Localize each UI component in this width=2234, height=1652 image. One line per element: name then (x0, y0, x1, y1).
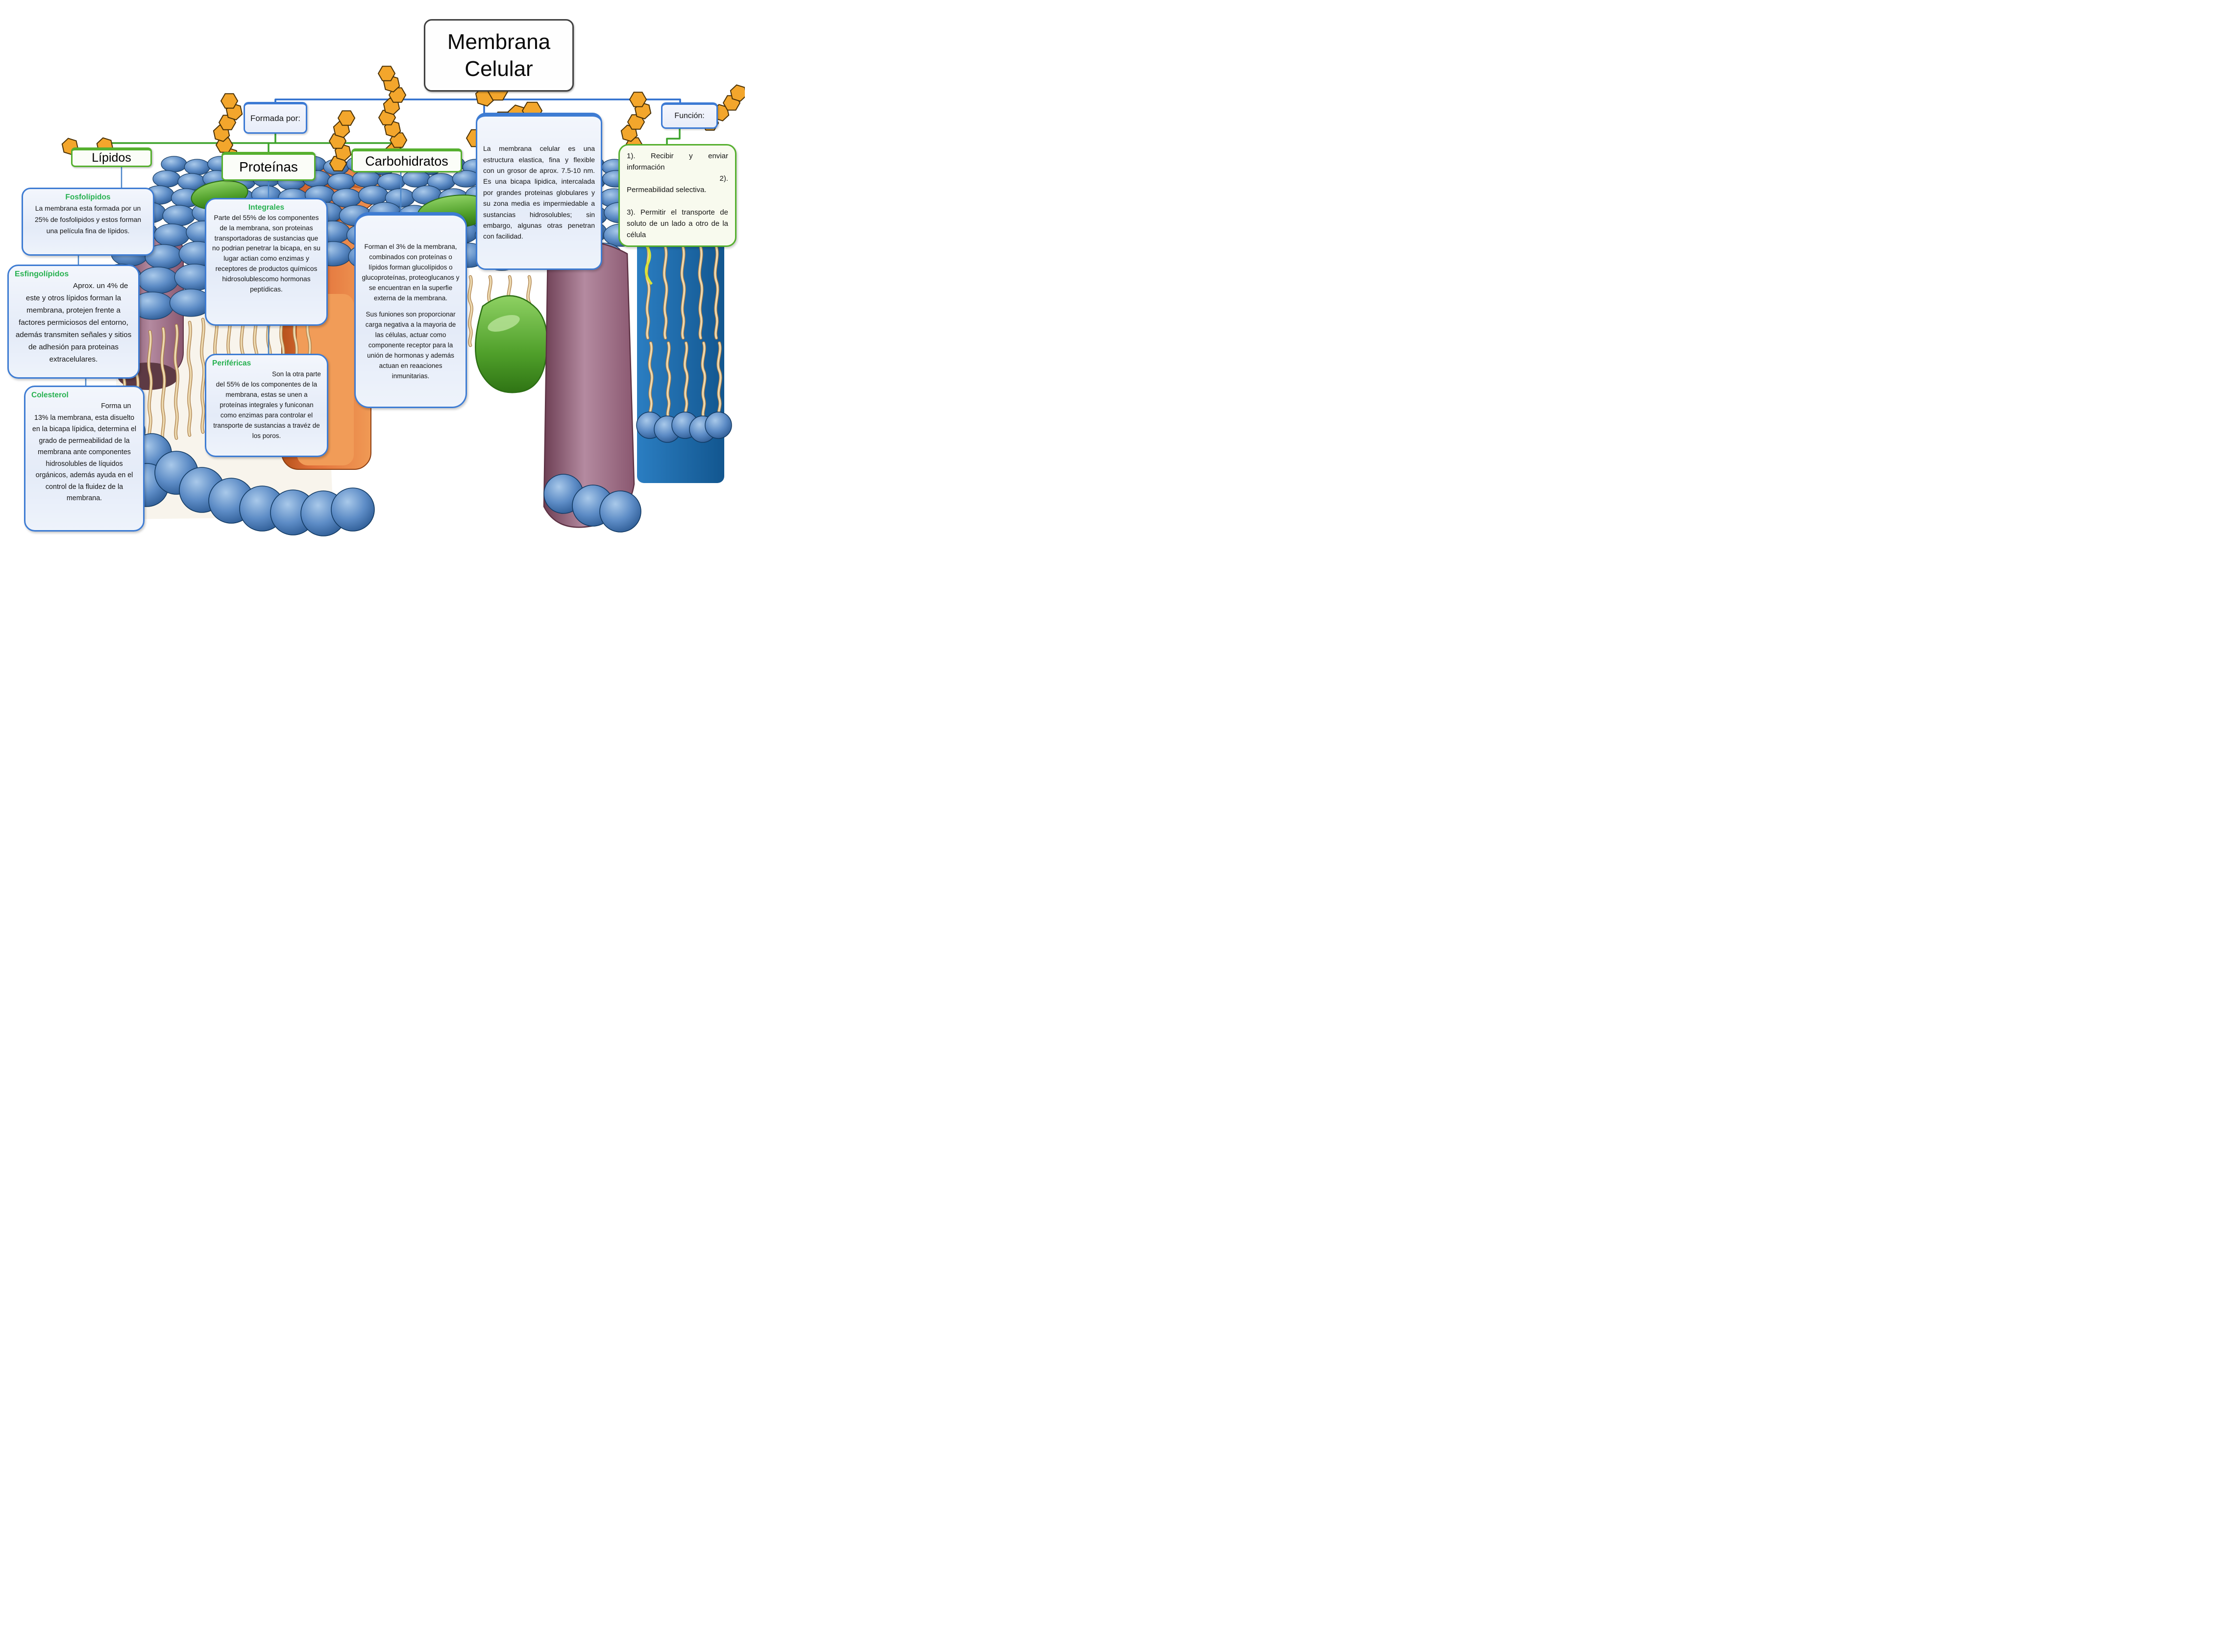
item1-w3: enviar (708, 152, 728, 160)
node-heading: Fosfolípidos (65, 193, 111, 201)
node-perifericas: Periféricas Son la otra parte del 55% de… (205, 354, 328, 457)
branch-carbohidratos: Carbohidratos (351, 148, 462, 172)
page-title: Membrana Celular (447, 30, 551, 81)
branch-lipidos: Lípidos (71, 147, 152, 167)
node-body: Forma un 13% la membrana, esta disuelto … (32, 402, 137, 502)
item1-w1: Recibir (650, 152, 674, 160)
branch-proteinas: Proteínas (221, 152, 316, 181)
funcion-item1: 1). Recibir y enviar (627, 150, 728, 162)
node-colesterol: Colesterol Forma un 13% la membrana, est… (24, 386, 145, 532)
funcion-item3: 3). Permitir el transporte de soluto de … (627, 208, 728, 239)
node-funcion-list: 1). Recibir y enviar información 2). Per… (618, 144, 736, 247)
funcion-item2-num: 2). (719, 174, 728, 183)
spacer (627, 195, 728, 207)
node-body: La membrana celular es una estructura el… (483, 145, 595, 241)
membrane-panel-right (636, 234, 732, 483)
node-esfingolipidos: Esfingolípidos Aprox. un 4% de este y ot… (7, 265, 140, 379)
globular-proteins-green (191, 180, 548, 393)
node-heading: Periféricas (212, 359, 251, 367)
node-membrana-desc: La membrana celular es una estructura el… (476, 113, 602, 270)
lipidos-text: Lípidos (92, 151, 131, 165)
yellow-squiggle (644, 244, 653, 285)
funcion-text: Función: (674, 112, 705, 120)
lipid-tails-right (636, 245, 732, 443)
funcion-item2: Permeabilidad selectiva. (627, 186, 707, 194)
node-carbohidratos-desc: Forman el 3% de la membrana, combinados … (354, 212, 467, 408)
node-body: Parte del 55% de los componentes de la m… (212, 214, 320, 293)
diagram-canvas: Membrana Celular Formada por: Función: L… (0, 0, 745, 551)
node-heading: Integrales (248, 203, 285, 212)
node-heading: Esfingolípidos (15, 270, 69, 278)
funcion-item1-rest: información (627, 163, 665, 171)
node-body: La membrana esta formada por un 25% de f… (34, 204, 142, 235)
node-body: Aprox. un 4% de este y otros lípidos for… (15, 282, 132, 364)
node-body: Son la otra parte del 55% de los compone… (213, 370, 321, 439)
node-integrales: Integrales Parte del 55% de los componen… (205, 198, 328, 326)
node-body-p1: Forman el 3% de la membrana, combinados … (362, 243, 460, 302)
node-heading: Colesterol (31, 391, 69, 399)
item1-w2: y (689, 152, 693, 160)
label-formada-por: Formada por: (244, 102, 307, 134)
node-fosfolipidos: Fosfolípidos La membrana esta formada po… (22, 188, 154, 256)
connector-blue-stacks (77, 166, 402, 387)
formada-por-text: Formada por: (250, 113, 301, 123)
label-funcion: Función: (661, 102, 718, 129)
proteinas-text: Proteínas (239, 159, 298, 174)
title-box: Membrana Celular (424, 19, 574, 92)
node-body-p2: Sus funiones son proporcionar carga nega… (365, 310, 456, 380)
item1-num: 1). (627, 152, 636, 160)
carbohidratos-text: Carbohidratos (365, 153, 448, 169)
